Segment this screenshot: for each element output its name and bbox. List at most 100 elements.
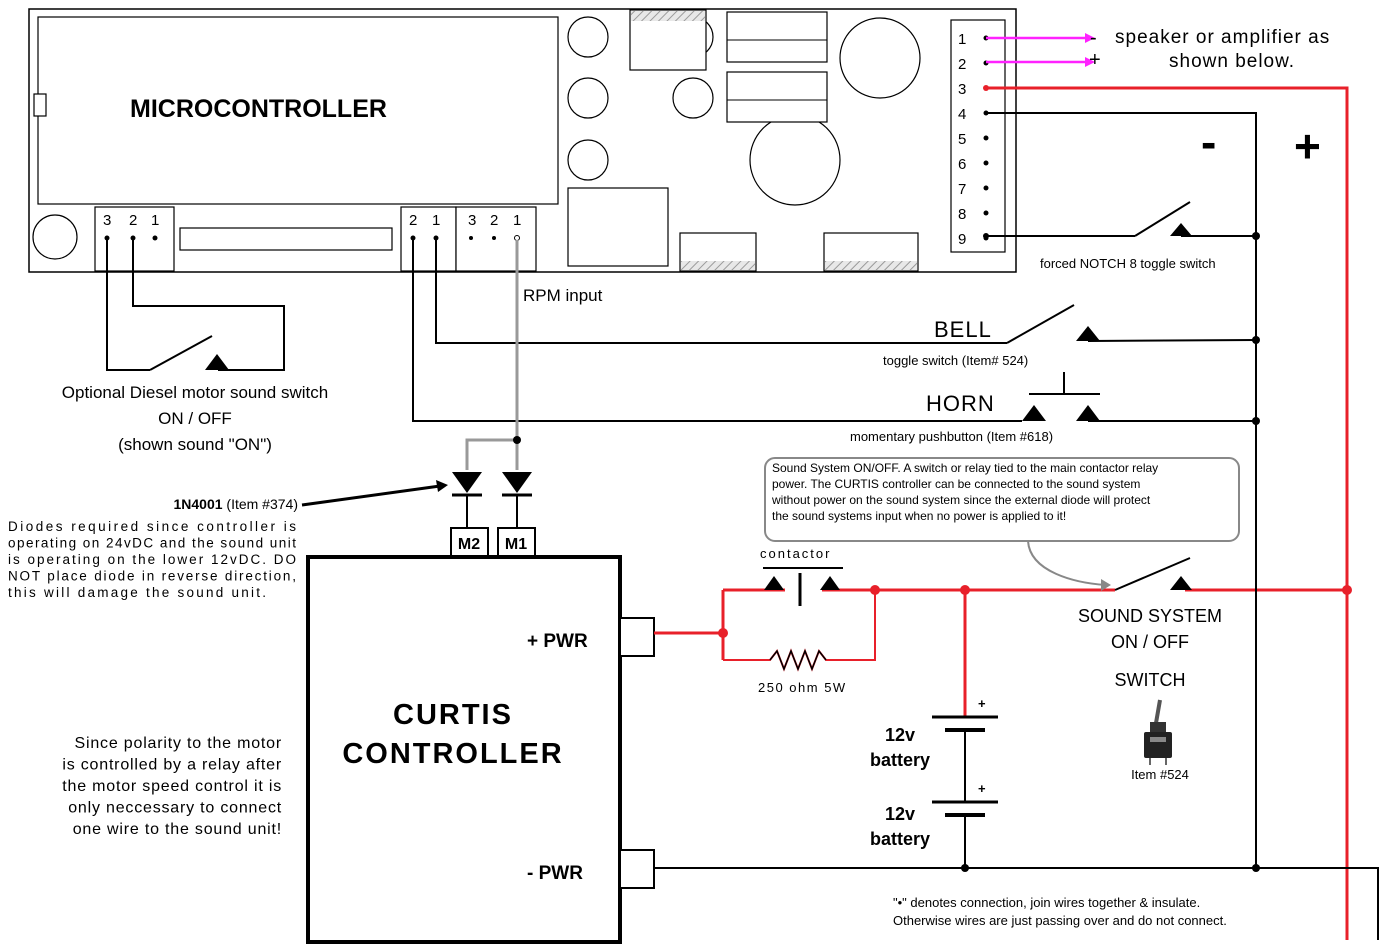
battery-2-label-1: 12v [885, 804, 915, 824]
callout-line: power. The CURTIS controller can be conn… [772, 477, 1140, 491]
terminal-pin-label: 2 [958, 56, 966, 73]
pin-label: 2 [490, 212, 498, 229]
diode-m1 [502, 472, 532, 527]
polarity-note-line: only neccessary to connect [68, 800, 282, 817]
speaker-output: - + speaker or amplifier as shown below. [986, 27, 1330, 72]
pin-label: 3 [103, 212, 111, 229]
curtis-controller: M2 M1 + PWR - PWR CURTIS CONTROLLER [306, 527, 655, 944]
capacitor-2 [567, 77, 609, 119]
callout-line: Sound System ON/OFF. A switch or relay t… [772, 461, 1158, 475]
speaker-minus-label: - [1090, 27, 1097, 49]
transformer-block [567, 187, 669, 267]
callout-line: the sound systems input when no power is… [772, 509, 1066, 523]
heatsink-1 [631, 11, 705, 21]
diesel-switch [106, 240, 285, 371]
terminal-pin-label: 3 [958, 81, 966, 98]
m1-label: M1 [505, 536, 527, 553]
contactor-label: contactor [760, 546, 831, 561]
relay-1 [726, 11, 828, 63]
controller-box [306, 555, 622, 944]
rpm-header [455, 206, 537, 272]
polarity-note: Since polarity to the motor is controlled… [62, 735, 282, 838]
bell-note: toggle switch (Item# 524) [883, 353, 1028, 368]
speaker-plus-label: + [1089, 49, 1101, 71]
capacitor-3 [567, 139, 609, 181]
callout-line: without power on the sound system since … [771, 493, 1151, 507]
terminal-pin-dot [983, 135, 989, 141]
bell-label: BELL [934, 317, 992, 342]
polarity-note-line: one wire to the sound unit! [73, 821, 282, 838]
terminal-pin-label: 8 [958, 206, 966, 223]
notch8-label: forced NOTCH 8 toggle switch [1040, 256, 1216, 271]
diode-m2 [452, 472, 482, 527]
microcontroller-chip [37, 16, 559, 205]
diode-label: 1N4001 (Item #374) [173, 496, 298, 512]
polarity-note-line: is controlled by a relay after [62, 757, 282, 774]
terminal-pin-dot [983, 210, 989, 216]
diode-note: Diodes required since controller is opera… [8, 519, 296, 600]
battery-2-plus: + [978, 781, 986, 796]
positive-bus [986, 86, 1349, 940]
speaker-note-line1: speaker or amplifier as [1115, 27, 1330, 48]
speaker-note-line2: shown below. [1169, 51, 1295, 72]
polarity-note-line: the motor speed control it is [62, 778, 282, 795]
sound-system-callout: Sound System ON/OFF. A switch or relay t… [764, 457, 1240, 591]
battery-2-label-2: battery [870, 829, 930, 849]
rpm-input-label: RPM input [523, 286, 603, 305]
plus-pwr-label: + PWR [527, 631, 588, 652]
capacitor-large-2 [749, 114, 841, 206]
resistor [723, 590, 876, 672]
battery-1-label-2: battery [870, 750, 930, 770]
terminal-strip [950, 19, 1006, 253]
diode-note-line: operating on 24vDC and the sound unit [8, 536, 296, 551]
sound-board: MICROCONTROLLER 3 2 1 2 1 [28, 8, 1017, 273]
junction-dot [1342, 585, 1352, 595]
plus-pwr-terminal [619, 617, 655, 657]
capacitor-large-1 [839, 17, 921, 99]
sound-switch-line1: SOUND SYSTEM [1078, 606, 1222, 626]
controller-name-line2: CONTROLLER [342, 738, 563, 770]
bell-switch: BELL toggle switch (Item# 524) [435, 240, 1257, 368]
plus-bus-label: + [1294, 120, 1321, 172]
sound-switch-item: Item #524 [1131, 767, 1189, 782]
pin-label: 2 [409, 212, 417, 229]
terminal-pin-dot [983, 185, 989, 191]
diesel-note-line1: Optional Diesel motor sound switch [62, 383, 328, 402]
sound-switch-line2: ON / OFF [1111, 632, 1189, 652]
batteries: + + 12v battery 12v battery [870, 696, 998, 872]
terminal-pin-dot [983, 160, 989, 166]
capacitor-5 [672, 77, 714, 119]
battery-1-plus: + [978, 696, 986, 711]
horn-label: HORN [926, 391, 995, 416]
terminal-pin-label: 4 [958, 106, 966, 123]
minus-pwr-terminal [619, 849, 655, 889]
footnote-line1: "•" denotes connection, join wires toget… [893, 895, 1200, 910]
pin-label: 1 [151, 212, 159, 229]
relay-2 [726, 71, 828, 123]
diode-note-line: this will damage the sound unit. [8, 585, 266, 600]
capacitor-1 [567, 16, 609, 58]
negative-bus [655, 112, 1379, 940]
diode-note-line: is operating on the lower 12vDC. DO [8, 552, 296, 567]
m2-label: M2 [458, 536, 480, 553]
capacitor-6 [32, 214, 78, 260]
ribbon-connector [179, 227, 393, 251]
terminal-pin-label: 1 [958, 31, 966, 48]
terminal-pin-label: 9 [958, 231, 966, 248]
bell-horn-header [400, 206, 457, 272]
sound-switch-line3: SWITCH [1115, 670, 1186, 690]
notch8-switch: forced NOTCH 8 toggle switch [983, 201, 1256, 271]
bus-labels: - + [1201, 116, 1321, 172]
diesel-note-line2: ON / OFF [158, 409, 232, 428]
pin-label: 2 [129, 212, 137, 229]
polarity-note-line: Since polarity to the motor [75, 735, 282, 752]
pin-label: 3 [468, 212, 476, 229]
minus-pwr-label: - PWR [527, 863, 583, 884]
terminal-pin-label: 7 [958, 181, 966, 198]
minus-bus-label: - [1201, 116, 1216, 168]
horn-note: momentary pushbutton (Item #618) [850, 429, 1053, 444]
toggle-switch-icon [1144, 699, 1172, 765]
diode-note-line: Diodes required since controller is [8, 519, 296, 534]
chip-notch [33, 93, 47, 117]
